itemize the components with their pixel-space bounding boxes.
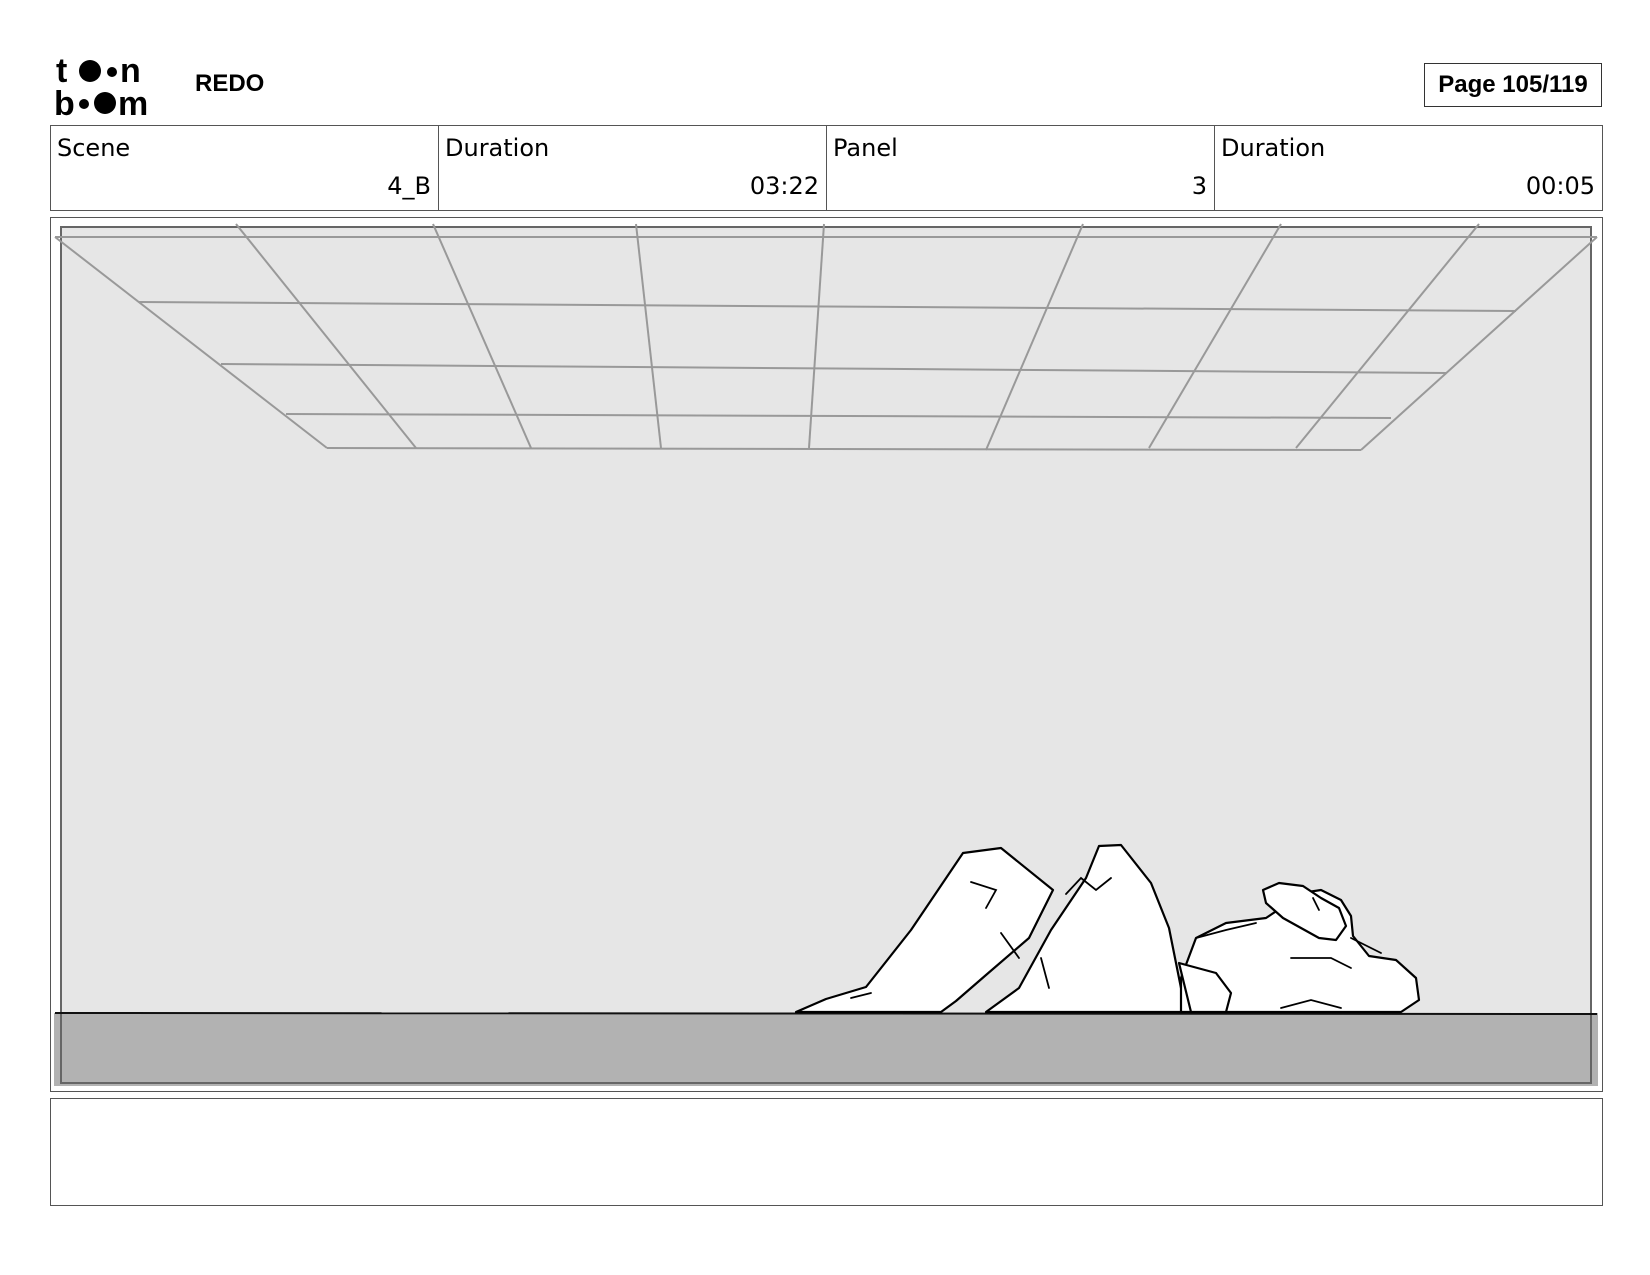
- ceiling-grid: [54, 223, 1598, 451]
- scene-duration-label: Duration: [445, 134, 550, 162]
- svg-text:b: b: [54, 85, 75, 118]
- panel-duration-value: 00:05: [1525, 172, 1595, 200]
- camera-frame: [60, 226, 1592, 1084]
- panel-sketch: [54, 223, 1598, 1086]
- project-title: REDO: [195, 70, 265, 97]
- panel-notes-box: [50, 1098, 1603, 1206]
- scene-duration-cell: Duration 03:22: [439, 126, 827, 210]
- toon-boom-logo: t n b m: [54, 52, 172, 123]
- panel-duration-cell: Duration 00:05: [1215, 126, 1602, 210]
- page-indicator: Page 105/119: [1424, 63, 1602, 107]
- storyboard-panel: [50, 217, 1603, 1092]
- scene-cell: Scene 4_B: [51, 126, 439, 210]
- scene-duration-value: 03:22: [749, 172, 819, 200]
- panel-cell: Panel 3: [827, 126, 1215, 210]
- panel-duration-label: Duration: [1221, 134, 1326, 162]
- svg-text:n: n: [120, 52, 141, 90]
- panel-label: Panel: [833, 134, 898, 162]
- panel-value: 3: [1191, 172, 1207, 200]
- page-label: Page 105/119: [1438, 71, 1588, 98]
- floor-line: [54, 1012, 1598, 1015]
- svg-text:m: m: [118, 85, 148, 118]
- wall-area: [61, 227, 1591, 1017]
- reclining-figure: [794, 843, 1421, 1014]
- svg-text:t: t: [56, 52, 67, 90]
- panel-info-table: Scene 4_B Duration 03:22 Panel 3 Duratio…: [50, 125, 1603, 211]
- scene-label: Scene: [57, 134, 131, 162]
- floor-area: [54, 1013, 1598, 1086]
- scene-value: 4_B: [387, 172, 431, 200]
